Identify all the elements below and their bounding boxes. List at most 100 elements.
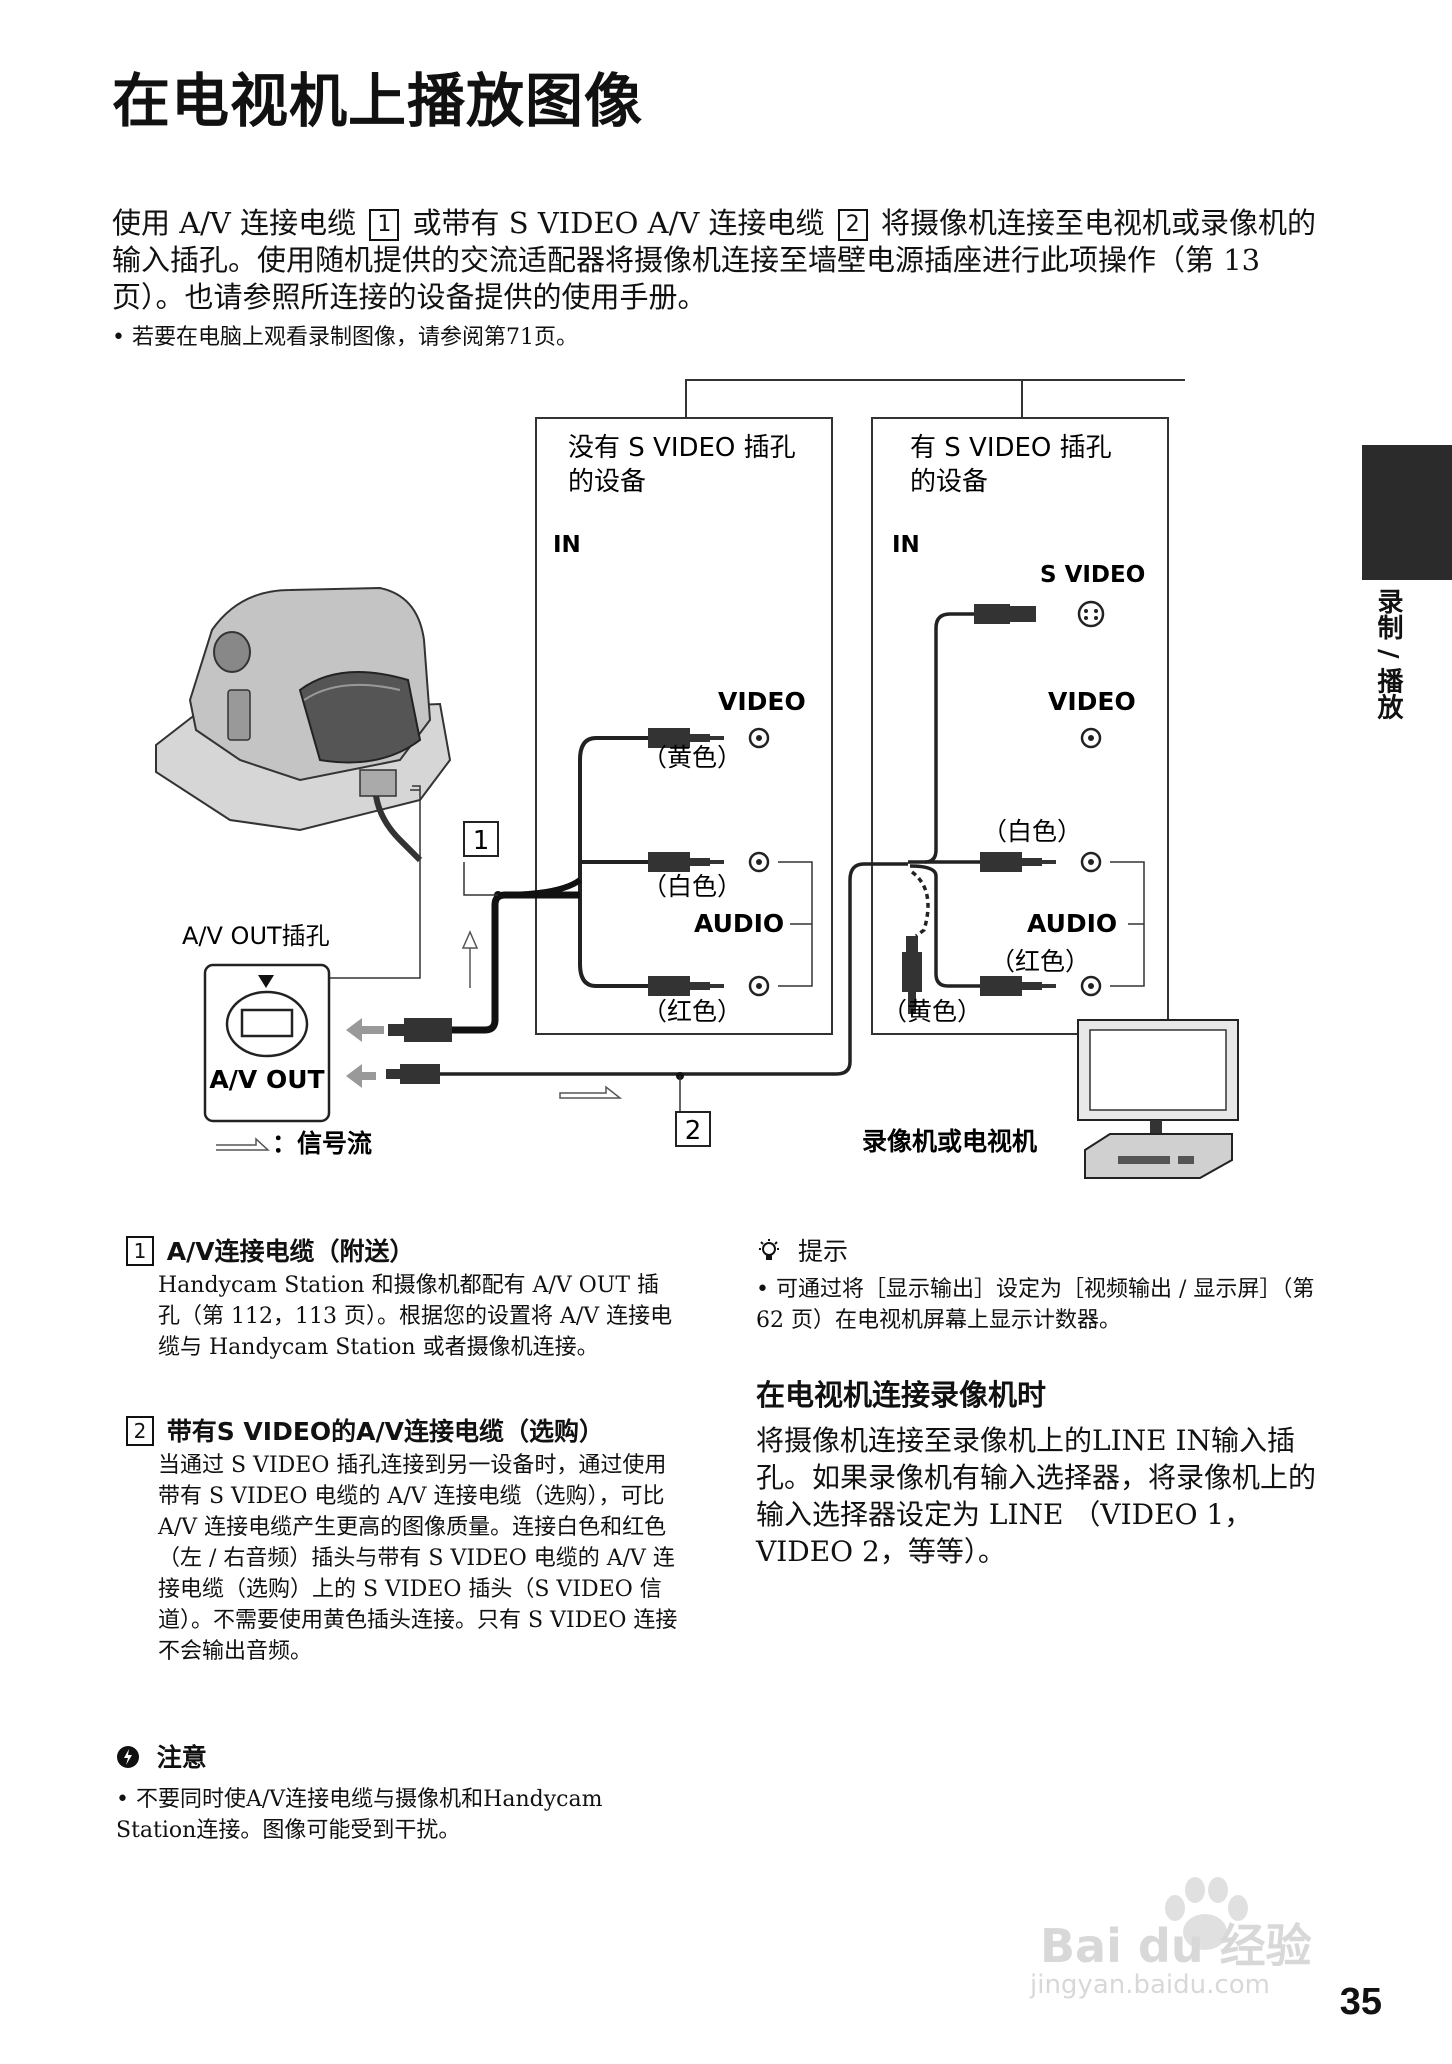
signal-arrow-left-2: [346, 1064, 376, 1088]
audio-white-plug-right: [980, 852, 1056, 872]
watermark-url: jingyan.baidu.com: [1030, 1970, 1270, 2000]
video-jack-right: [1080, 727, 1102, 749]
cable-number-2-badge: 2: [837, 209, 868, 241]
item1-title: A/V连接电缆（附送）: [166, 1237, 415, 1266]
white-label-left: （白色）: [642, 872, 742, 901]
audio-red-jack-left: [748, 975, 770, 997]
cable2-number: 2: [685, 1116, 702, 1146]
vcr-tv-label: 录像机或电视机: [862, 1127, 1037, 1156]
intro-text-2: 或带有 S VIDEO A/V 连接电缆: [412, 206, 825, 240]
box-left-title-1: 没有 S VIDEO 插孔: [568, 433, 796, 463]
audio-white-plug-left: [648, 852, 724, 872]
audio-red-plug-left: [648, 976, 724, 996]
red-label-right: （红色）: [990, 947, 1090, 976]
av-out-socket-inner: [240, 1008, 294, 1038]
device-box-no-svideo: [535, 417, 833, 1035]
white-label-right: （白色）: [982, 817, 1082, 846]
bracket-line: [685, 379, 1185, 418]
item2-heading: 2 带有S VIDEO的A/V连接电缆（选购）: [122, 1412, 604, 1448]
box-right-title-2: 的设备: [910, 467, 988, 497]
cable2-yellow-wire: [910, 870, 930, 938]
cable2-svideo-wire: [924, 612, 974, 864]
signal-flow-label: ：信号流: [272, 1129, 372, 1158]
cable1-red-wire: [578, 862, 648, 988]
signal-arrow-right: [559, 1085, 623, 1099]
page-title: 在电视机上播放图像: [112, 67, 644, 135]
yellow-label-left: （黄色）: [642, 743, 742, 772]
video-label-left: VIDEO: [718, 687, 806, 716]
paw-logo-icon: [1165, 1877, 1248, 1950]
item1-body: Handycam Station 和摄像机都配有 A/V OUT 插孔（第 11…: [158, 1273, 673, 1360]
yellow-plug-unused: [902, 936, 922, 1014]
connection-diagram: 没有 S VIDEO 插孔 的设备 IN VIDEO AUDIO （黄色） （白…: [155, 379, 1239, 1179]
camcorder-illustration: [155, 586, 452, 863]
box-right-title-1: 有 S VIDEO 插孔: [910, 433, 1112, 463]
av-out-marker-triangle: [258, 975, 274, 988]
video-plug-left: [648, 728, 724, 748]
cable1-av-plug: [388, 1018, 452, 1042]
av-out-socket: [225, 990, 309, 1058]
cable1-yellow-wire: [578, 736, 648, 870]
device-box-svideo: [871, 417, 1169, 1035]
cable2-number-box: [675, 1111, 711, 1147]
cable1-main: [452, 891, 580, 1034]
in-label-left: IN: [553, 532, 581, 558]
svideo-jack: [1077, 600, 1105, 628]
vcr-body: 将摄像机连接至录像机上的LINE IN输入插孔。如果录像机有输入选择器，将录像机…: [756, 1424, 1317, 1568]
item2-title: 带有S VIDEO的A/V连接电缆（选购）: [166, 1417, 604, 1446]
item2-body: 当通过 S VIDEO 插孔连接到另一设备时，通过使用带有 S VIDEO 电缆…: [158, 1453, 678, 1664]
audio-red-jack-right: [1080, 975, 1102, 997]
audio-white-jack-left: [748, 851, 770, 873]
audio-label-right: AUDIO: [1027, 909, 1117, 938]
cable1-number: 1: [473, 826, 490, 856]
item2-number: 2: [126, 1416, 154, 1446]
cable-number-1-badge: 1: [369, 209, 400, 241]
av-out-panel: [203, 963, 331, 1123]
tip-bulb-icon: [759, 1239, 779, 1260]
watermark: Bai du 经验 jingyan.baidu.com: [1020, 1870, 1360, 2010]
audio-white-jack-right: [1080, 851, 1102, 873]
signal-flow-legend-arrow: [216, 1137, 270, 1151]
page-number: 35: [1339, 1981, 1382, 2023]
intro-paragraph: 使用 A/V 连接电缆 1 或带有 S VIDEO A/V 连接电缆 2 将摄像…: [112, 205, 1332, 316]
item1-heading: 1 A/V连接电缆（附送）: [122, 1232, 415, 1268]
cable2-red-wire: [909, 864, 980, 988]
yellow-label-right: （黄色）: [882, 997, 982, 1026]
av-out-callout: [330, 785, 421, 979]
tip-heading: 提示: [756, 1232, 848, 1268]
caution-heading: 注意: [116, 1738, 207, 1774]
audio-red-plug-right: [980, 976, 1056, 996]
tip-body: • 可通过将［显示输出］设定为［视频输出 / 显示屏］（第 62 页）在电视机屏…: [756, 1277, 1315, 1333]
signal-arrow-up: [461, 930, 479, 988]
tv-illustration: [1077, 1019, 1239, 1134]
cable2-av-plug: [386, 1064, 440, 1084]
svideo-plug: [974, 604, 1036, 624]
caution-body: • 不要同时使A/V连接电缆与摄像机和Handycam Station连接。图像…: [116, 1787, 603, 1843]
av-out-panel-label: A/V OUT: [209, 1065, 324, 1094]
intro-bullet: • 若要在电脑上观看录制图像，请参阅第71页。: [112, 325, 578, 350]
section-tab: [1362, 445, 1452, 580]
cable1-junction: [499, 877, 582, 898]
in-label-right: IN: [892, 532, 920, 558]
red-label-left: （红色）: [642, 997, 742, 1026]
intro-text-1: 使用 A/V 连接电缆: [112, 206, 357, 240]
intro-text-3: 将摄像机连接至电视机或录像机的输入插孔。使用随机提供的交流适配器将摄像机连接至墙…: [112, 206, 1316, 314]
video-jack-left: [748, 727, 770, 749]
signal-arrow-left-1: [346, 1018, 384, 1042]
caution-icon: [117, 1746, 139, 1768]
item1-number: 1: [126, 1236, 154, 1266]
audio-label-left: AUDIO: [694, 909, 784, 938]
watermark-brand: Bai du 经验: [1040, 1919, 1312, 1973]
caution-title: 注意: [156, 1743, 207, 1772]
cable2-main: [440, 862, 908, 1076]
cable1-number-box: [463, 821, 499, 857]
svideo-label: S VIDEO: [1040, 562, 1145, 588]
section-tab-label: 录制 / 播放: [1373, 588, 1403, 720]
vcr-illustration: [1084, 1133, 1233, 1179]
av-out-jack-label: A/V OUT插孔: [182, 922, 330, 950]
tip-title: 提示: [797, 1237, 848, 1266]
video-label-right: VIDEO: [1048, 687, 1136, 716]
cable1-callout: [463, 862, 498, 896]
vcr-heading: 在电视机连接录像机时: [756, 1378, 1047, 1412]
box-left-title-2: 的设备: [568, 467, 646, 497]
